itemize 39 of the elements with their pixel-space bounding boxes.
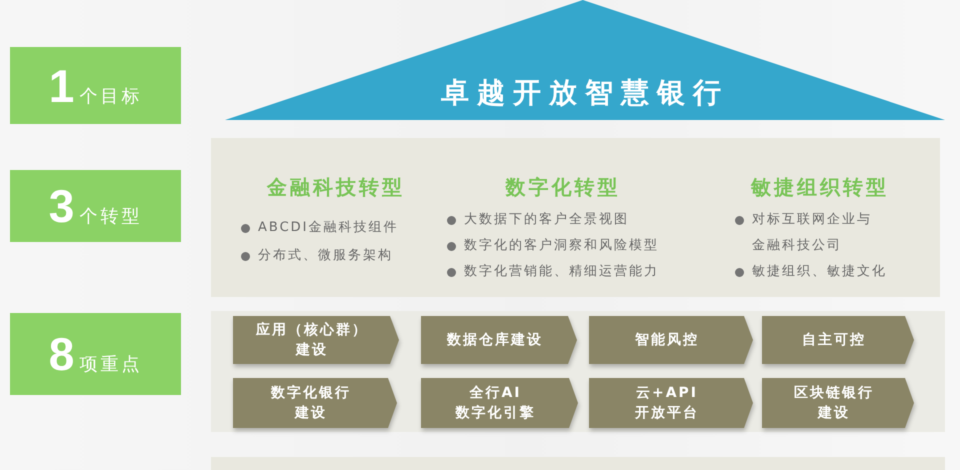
level-title: 项重点 <box>79 354 142 376</box>
focus-item-text: 区块链银行建设 <box>794 384 874 423</box>
panel-band <box>211 138 940 297</box>
bullet-text: 大数据下的客户全景视图 <box>464 211 629 229</box>
bullet-text: ABCDI金融科技组件 <box>258 219 399 237</box>
level-tab <box>10 47 181 124</box>
chevron-tag <box>233 378 397 428</box>
chevron-tag <box>233 316 399 364</box>
focus-item-text: 应用（核心群）建设 <box>256 320 368 360</box>
focus-item-text: 全行AI数字化引擎 <box>456 384 536 423</box>
focus-item-text: 云+API开放平台 <box>635 384 699 423</box>
chevron-tag <box>589 378 753 428</box>
level-tab <box>10 170 181 242</box>
panel-band <box>211 311 945 432</box>
roof-triangle <box>225 0 945 120</box>
column-heading: 金融科技转型 <box>267 174 405 201</box>
level-title: 个目标 <box>79 86 142 108</box>
level-number: 8 <box>48 331 74 377</box>
focus-item-text: 数字化银行建设 <box>271 384 351 423</box>
level-title: 个转型 <box>79 206 142 228</box>
bullet-text: 敏捷组织、敏捷文化 <box>752 263 887 281</box>
bullet-text: 分布式、微服务架构 <box>258 247 393 265</box>
focus-item-text: 智能风控 <box>635 331 699 350</box>
focus-item-text: 自主可控 <box>802 330 866 350</box>
level-number: 1 <box>48 62 74 108</box>
chevron-tag <box>421 316 577 364</box>
bullet-text: 对标互联网企业与金融科技公司 <box>752 211 872 255</box>
chevron-tag <box>589 316 753 364</box>
level-number: 3 <box>48 183 74 229</box>
bullet-text: 数字化的客户洞察和风险模型 <box>464 237 659 255</box>
chevron-tag <box>762 378 914 428</box>
level-tab <box>10 313 181 395</box>
bullet-text: 数字化营销能、精细运营能力 <box>464 263 659 281</box>
chevron-tag <box>762 316 914 364</box>
column-heading: 数字化转型 <box>506 174 620 201</box>
column-heading: 敏捷组织转型 <box>751 174 889 201</box>
focus-item-text: 数据仓库建设 <box>447 330 543 350</box>
chevron-tag <box>421 378 578 428</box>
roof-title: 卓越开放智慧银行 <box>441 76 729 110</box>
